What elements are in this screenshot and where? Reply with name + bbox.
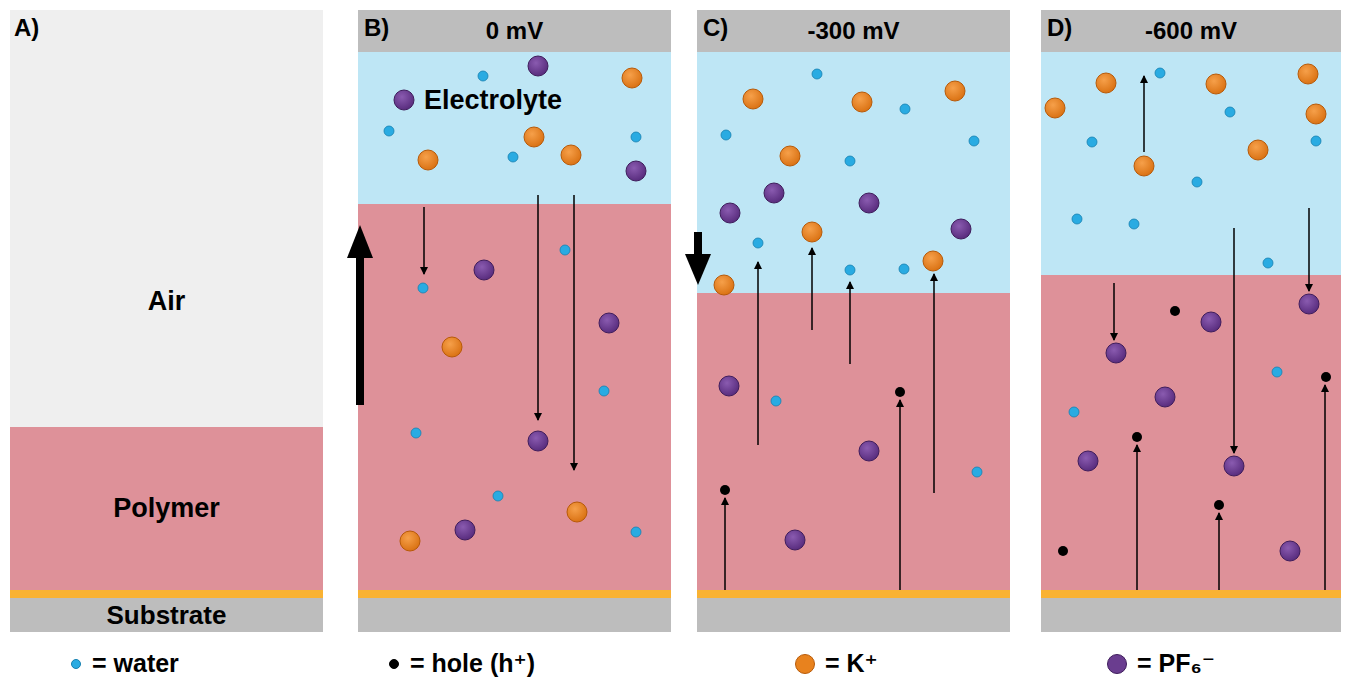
legend-swatch bbox=[795, 654, 815, 674]
panel-letter: B) bbox=[364, 15, 389, 41]
region-label: Polymer bbox=[113, 494, 220, 524]
panel-letter: A) bbox=[14, 15, 39, 41]
legend-text: = hole (h⁺) bbox=[410, 650, 535, 678]
electrolyte-region: Electrolyte bbox=[358, 52, 671, 204]
region-label: Substrate bbox=[107, 601, 227, 630]
potential-bar: -300 mV bbox=[697, 10, 1010, 52]
legend-text: = water bbox=[92, 650, 179, 678]
region-label: -300 mV bbox=[807, 18, 899, 44]
region-label: Air bbox=[148, 287, 186, 317]
region-label: -600 mV bbox=[1145, 18, 1237, 44]
air-region: Air bbox=[10, 10, 323, 427]
ion-motion-arrows bbox=[424, 76, 1325, 590]
water-molecules bbox=[384, 68, 1321, 537]
region-label: Electrolyte bbox=[424, 86, 562, 116]
potential-bar: -600 mV bbox=[1041, 10, 1341, 52]
legend-text: = PF₆⁻ bbox=[1137, 650, 1215, 678]
potassium-ions bbox=[400, 64, 1326, 551]
potential-bar: 0 mV bbox=[358, 10, 671, 52]
legend-swatch bbox=[389, 659, 399, 669]
legend-swatch bbox=[1107, 654, 1127, 674]
panel-b bbox=[358, 10, 671, 632]
polymer-layer: Polymer bbox=[10, 427, 323, 590]
panel-letter: D) bbox=[1047, 15, 1072, 41]
hexafluorophosphate-ions bbox=[394, 56, 1319, 561]
panel-d bbox=[1041, 10, 1341, 632]
interface-arrows bbox=[347, 225, 711, 405]
legend-swatch bbox=[71, 659, 81, 669]
panel-letter: C) bbox=[703, 15, 728, 41]
holes bbox=[720, 306, 1331, 556]
panel-a bbox=[10, 10, 323, 632]
legend-text: = K⁺ bbox=[825, 650, 878, 678]
panel-c bbox=[697, 10, 1010, 632]
substrate-layer: Substrate bbox=[10, 590, 323, 632]
region-label: 0 mV bbox=[486, 18, 543, 44]
